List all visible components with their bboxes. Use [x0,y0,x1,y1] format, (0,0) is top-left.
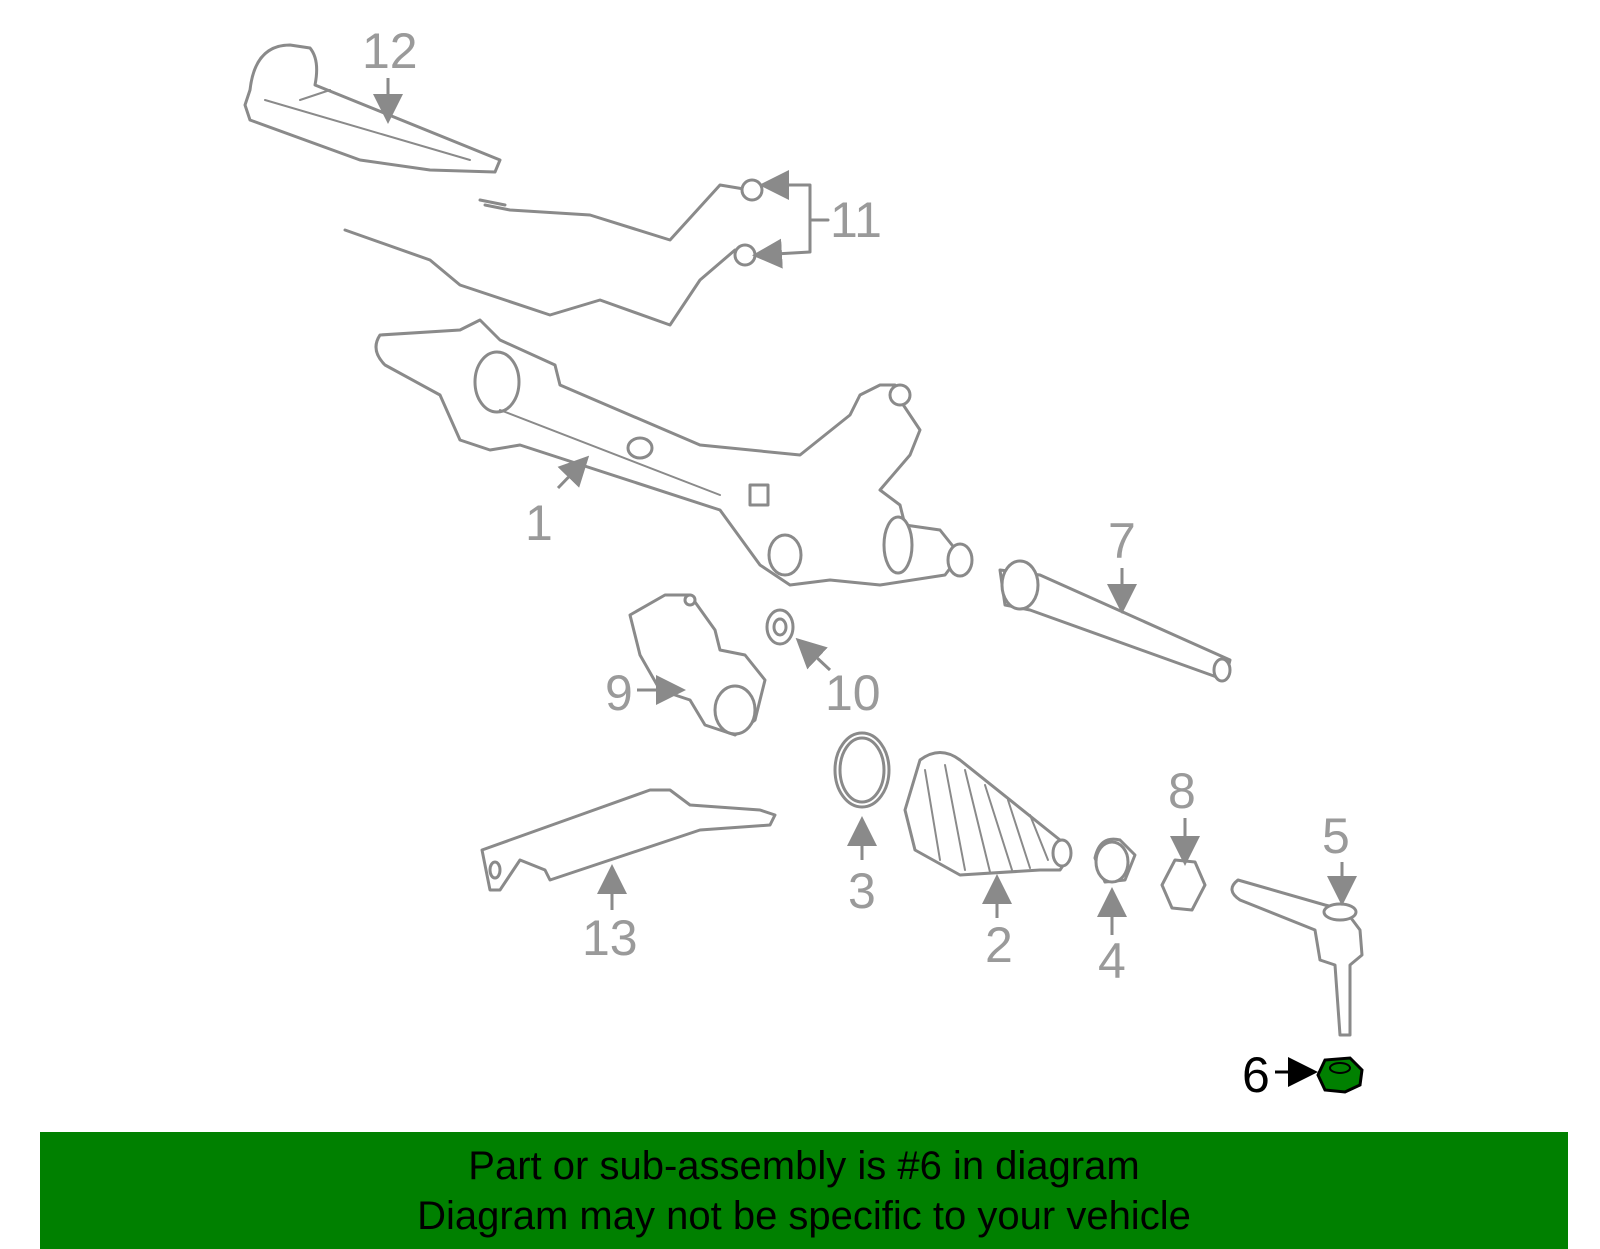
callout-8: 8 [1168,763,1196,819]
part-10-seal [765,608,832,672]
callout-6-highlighted: 6 [1242,1047,1270,1103]
callout-4: 4 [1098,933,1126,989]
part-6-nut-highlighted [1275,1056,1364,1094]
callout-7: 7 [1108,513,1136,569]
callout-13: 13 [582,910,638,966]
part-8-nut [1160,818,1207,912]
banner-part-note: Part or sub-assembly is #6 in diagram [468,1144,1140,1188]
callout-12: 12 [362,23,418,79]
part-1-steering-gear [374,318,974,587]
part-5-outer-tie-rod [1230,862,1364,1037]
info-banner: Part or sub-assembly is #6 in diagram Di… [40,1132,1568,1249]
part-3-clamp [833,731,891,860]
part-13-bracket [480,788,777,910]
callout-2: 2 [985,917,1013,973]
part-9-actuator [628,593,767,737]
callout-3: 3 [848,863,876,919]
callout-11: 11 [830,192,882,248]
callout-5: 5 [1322,808,1350,864]
callout-9: 9 [605,665,633,721]
part-2-boot [903,751,1073,918]
callout-1: 1 [525,495,553,551]
part-7-inner-tie-rod [998,559,1232,683]
part-11-pressure-lines [343,170,830,327]
callout-10: 10 [825,665,881,721]
part-4-clamp [1093,837,1137,935]
banner-vehicle-disclaimer: Diagram may not be specific to your vehi… [417,1194,1191,1238]
part-12-heat-shield [243,43,502,174]
